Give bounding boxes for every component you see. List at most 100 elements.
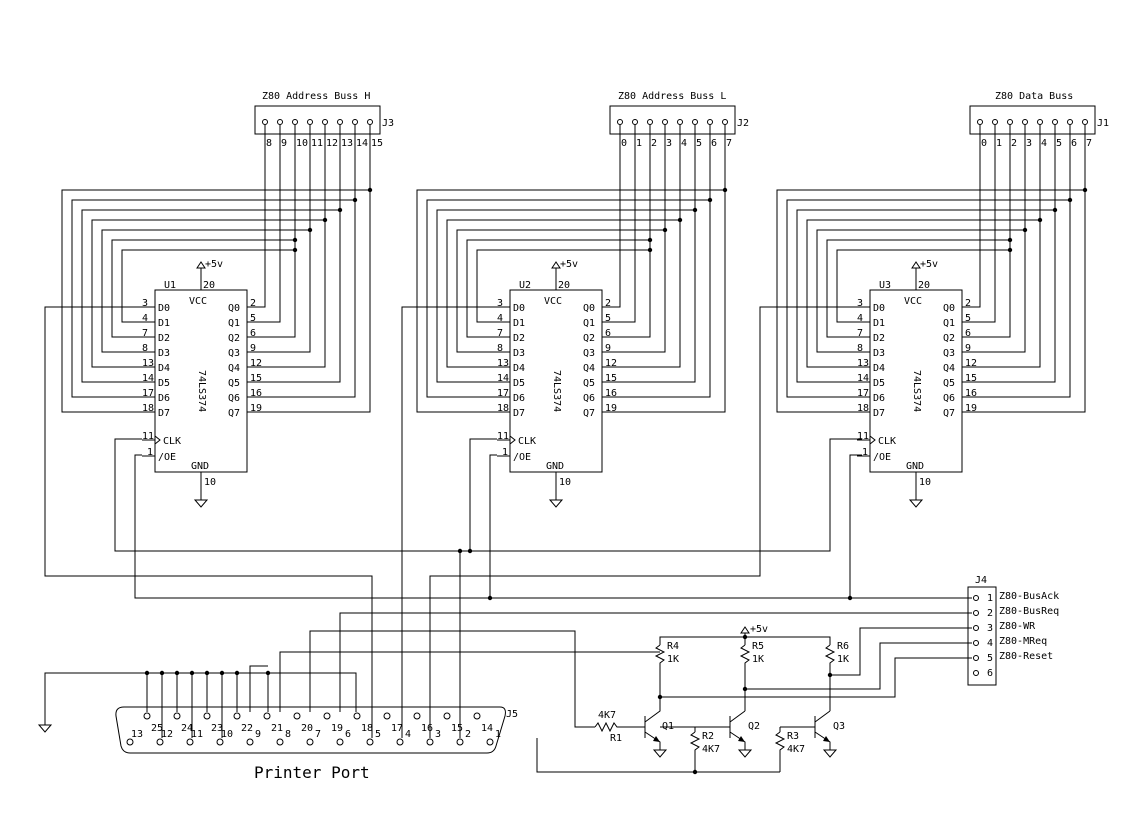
q-pin-label: Q6	[583, 393, 595, 404]
d-loop-wire	[776, 189, 1085, 413]
d-loop-wire	[101, 229, 310, 353]
j1-pin-7: 7	[1086, 138, 1092, 149]
transistor-q3: Q3	[780, 710, 845, 758]
control-wiring	[37, 306, 972, 773]
j4-pin-4: 4	[987, 638, 993, 649]
clk-pin-num: 11	[497, 431, 509, 442]
db25-bottom-pin-num: 24	[181, 723, 193, 734]
j1-pin-2: 2	[1011, 138, 1017, 149]
j1-pin-4: 4	[1041, 138, 1047, 149]
q-pin-num: 2	[965, 298, 971, 309]
q-pin-label: Q5	[583, 378, 595, 389]
d-loop-wire	[826, 239, 1010, 338]
d-pin-label: D6	[158, 393, 170, 404]
j4-signal-mreq: Z80-MReq	[999, 636, 1047, 647]
j3-pin-0: 8	[266, 138, 272, 149]
db25-bottom-pin	[323, 712, 331, 720]
q-pin-num: 12	[605, 358, 617, 369]
clock-triangle-icon	[509, 435, 516, 445]
q-pin-label: Q1	[228, 318, 240, 329]
q-to-bus-wire	[262, 125, 296, 338]
junction-dot	[647, 237, 653, 243]
d-pin-num: 13	[497, 358, 509, 369]
q-pin-label: Q5	[943, 378, 955, 389]
junction-dot	[707, 197, 713, 203]
j1-pin-circles	[977, 119, 1088, 125]
r3-symbol	[774, 731, 786, 772]
clk-pin-num: 11	[857, 431, 869, 442]
junction-dot	[292, 237, 298, 243]
vcc-pin-num: 20	[918, 280, 930, 291]
q-to-bus-wire	[262, 125, 266, 308]
ic-part: 74LS374	[196, 370, 207, 412]
printer-port-ref: J5	[506, 709, 518, 720]
q-pin-label: Q4	[943, 363, 955, 374]
q-to-bus-wire	[977, 125, 1086, 413]
db25-bottom-pin-num: 21	[271, 723, 283, 734]
d-pin-label: D0	[158, 303, 170, 314]
db25-top-pin-num: 7	[315, 729, 321, 740]
gnd-label: GND	[191, 461, 209, 472]
q-to-bus-wire	[617, 125, 651, 338]
q-to-bus-wire	[977, 125, 1056, 383]
vcc-pin-num: 20	[558, 280, 570, 291]
q-pin-num: 5	[250, 313, 256, 324]
j4-pin-6: 6	[987, 668, 993, 679]
j4-pin-5: 5	[987, 653, 993, 664]
d-pin-label: D3	[158, 348, 170, 359]
db25-top-pin	[186, 738, 194, 746]
supply-icon	[551, 261, 561, 269]
q-pin-num: 6	[965, 328, 971, 339]
d-loop-wire	[426, 199, 710, 398]
supply-icon	[911, 261, 921, 269]
db25-bottom-pin-num: 22	[241, 723, 253, 734]
ground-icon	[908, 499, 924, 508]
db25-bottom-pin-num: 17	[391, 723, 403, 734]
db25-bottom-pin	[293, 712, 301, 720]
q-pin-label: Q6	[943, 393, 955, 404]
supply-icon	[196, 261, 206, 269]
j1-pin-1: 1	[996, 138, 1002, 149]
db25-bottom-pin	[233, 712, 241, 720]
j2-pin-6: 6	[711, 138, 717, 149]
connector-j1: Z80 Data Buss J1 0 1 2 3 4 5 6 7	[969, 91, 1109, 149]
d-pin-num: 7	[857, 328, 863, 339]
q-to-bus-wire	[262, 125, 311, 353]
q-pin-num: 16	[965, 388, 977, 399]
j2-title: Z80 Address Buss L	[618, 91, 726, 102]
d-pin-label: D6	[873, 393, 885, 404]
db25-top-pin	[246, 738, 254, 746]
j2-pin-3: 3	[666, 138, 672, 149]
q-pin-label: Q3	[228, 348, 240, 359]
q-pin-num: 5	[605, 313, 611, 324]
q-pin-num: 19	[605, 403, 617, 414]
q-pin-label: Q2	[943, 333, 955, 344]
d-pin-label: D3	[513, 348, 525, 359]
d-pin-num: 8	[497, 343, 503, 354]
d-pin-num: 18	[857, 403, 869, 414]
junction-dot	[307, 227, 313, 233]
db25-top-pin-num: 9	[255, 729, 261, 740]
q-pin-label: Q5	[228, 378, 240, 389]
db25-bottom-pin	[353, 712, 361, 720]
q-to-bus-wire	[617, 125, 696, 383]
ground-icon	[193, 499, 209, 508]
d-pin-num: 18	[142, 403, 154, 414]
clk-label: CLK	[163, 436, 181, 447]
j2-pin-5: 5	[696, 138, 702, 149]
junction-dot	[1052, 207, 1058, 213]
q-to-bus-wire	[617, 125, 621, 308]
junction-dot	[662, 227, 668, 233]
j4-signal-wr: Z80-WR	[999, 621, 1036, 632]
d-loop-wire	[456, 229, 665, 353]
oe-label: /OE	[513, 452, 531, 463]
j3-pin-1: 9	[281, 138, 287, 149]
db25-top-pin	[396, 738, 404, 746]
connector-j4: J4 1 2 3 4 5 6 Z80-BusAck Z80-BusReq Z80…	[967, 575, 1059, 686]
gnd-pin-num: 10	[919, 477, 931, 488]
d-pin-label: D1	[513, 318, 525, 329]
q-to-bus-wire	[617, 125, 711, 398]
junction-dot	[322, 217, 328, 223]
db25-bottom-pin-num: 23	[211, 723, 223, 734]
